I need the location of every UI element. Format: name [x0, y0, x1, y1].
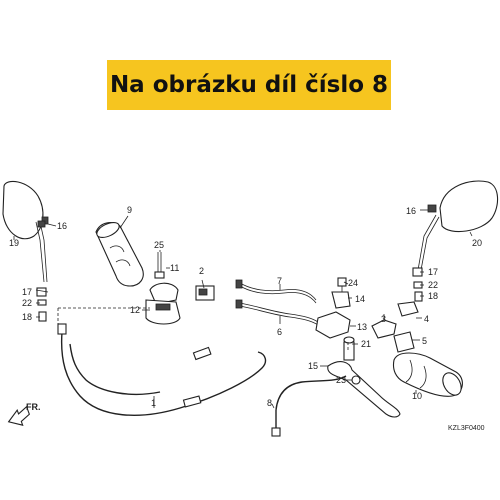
- part-label-5: 5: [422, 336, 427, 346]
- part-label-1: 1: [151, 398, 156, 408]
- part-label-23: 23: [336, 375, 346, 385]
- right-switch: [371, 301, 419, 353]
- part-banner: Na obrázku díl číslo 8: [107, 60, 391, 110]
- lever-holder: [315, 277, 351, 339]
- part-label-19: 19: [9, 238, 19, 248]
- part-label-18-right: 18: [428, 291, 438, 301]
- right-grip: [392, 352, 463, 397]
- part-label-22-left: 22: [22, 298, 32, 308]
- brake-lever: [327, 336, 401, 418]
- left-mirror-hardware: [36, 220, 47, 322]
- part-label-20: 20: [472, 238, 482, 248]
- part-label-4: 4: [424, 314, 429, 324]
- part-label-9: 9: [127, 205, 132, 215]
- part-label-24: 24: [348, 278, 358, 288]
- left-switch-housing: [145, 282, 181, 325]
- part-label-16-right: 16: [406, 206, 416, 216]
- part-label-7: 7: [277, 276, 282, 286]
- part-label-18-left: 18: [22, 312, 32, 322]
- part-label-17-right: 17: [428, 267, 438, 277]
- part-label-13: 13: [357, 322, 367, 332]
- front-direction-label: FR.: [26, 402, 41, 412]
- part-label-12: 12: [130, 305, 140, 315]
- bolt-25: [154, 252, 165, 279]
- diagram-code: KZL3F0400: [448, 425, 485, 432]
- part-label-11: 11: [170, 263, 179, 273]
- part-label-14: 14: [355, 294, 365, 304]
- part-number-labels: 1 2 3 4 5 6 7 8 9 10 11 12 13 14 15 16 1…: [9, 205, 482, 408]
- leader-lines: [13, 209, 473, 409]
- wires: [235, 279, 319, 326]
- part-label-17-left: 17: [22, 287, 32, 297]
- part-label-8: 8: [267, 398, 272, 408]
- part-label-6: 6: [277, 327, 282, 337]
- guide-lines: [57, 307, 349, 350]
- front-direction-arrow: FR.: [7, 402, 41, 426]
- part-label-15: 15: [308, 361, 318, 371]
- part-label-3: 3: [381, 314, 386, 324]
- part-label-21: 21: [361, 339, 371, 349]
- part-label-2: 2: [199, 266, 204, 276]
- part-label-16-left: 16: [57, 221, 67, 231]
- throttle-cable: [57, 323, 267, 416]
- nut-23: [351, 375, 361, 385]
- clutch-cable: [271, 375, 347, 437]
- banner-text: Na obrázku díl číslo 8: [109, 72, 389, 98]
- left-mirror: [2, 180, 49, 283]
- part-label-10: 10: [412, 391, 422, 401]
- switch-2: [195, 285, 215, 301]
- left-grip: [95, 222, 144, 287]
- part-label-22-right: 22: [428, 280, 438, 290]
- right-mirror: [417, 180, 499, 271]
- part-label-25: 25: [154, 240, 164, 250]
